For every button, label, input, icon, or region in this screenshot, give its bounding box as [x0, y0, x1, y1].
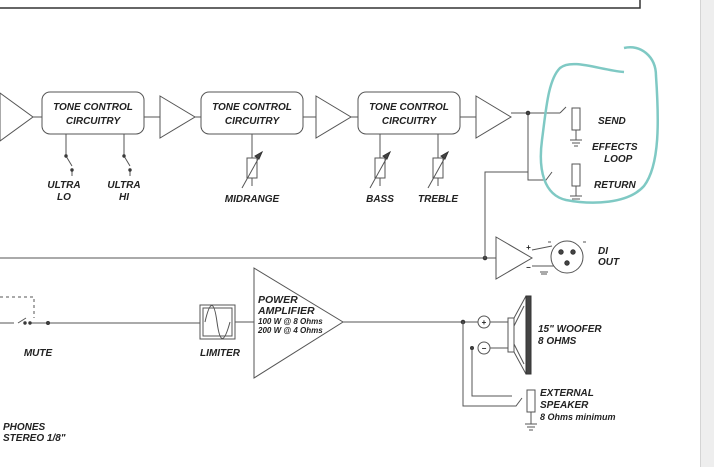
- ultra-hi-line2: HI: [119, 192, 129, 203]
- tone-control-2-line1: TONE CONTROL: [212, 102, 292, 113]
- external-speaker-wire: [471, 348, 512, 397]
- tone-control-1-line2: CIRCUITRY: [66, 116, 122, 127]
- power-amp-line2: AMPLIFIER: [257, 305, 315, 317]
- power-amp-triangle: [253, 267, 344, 379]
- side-scrollbar[interactable]: [700, 0, 714, 467]
- external-speaker-jack-icon: [525, 389, 537, 431]
- midrange-label: MIDRANGE: [225, 194, 280, 205]
- gain-stage-triangle-2: [315, 95, 352, 139]
- xlr-connector-icon: [540, 240, 586, 275]
- input-amp-triangle: [0, 92, 34, 142]
- mute-label: MUTE: [24, 348, 53, 359]
- treble-label: TREBLE: [418, 194, 458, 205]
- di-wire: [531, 245, 556, 267]
- junction-dot: [525, 110, 531, 116]
- woofer-line2: 8 OHMS: [538, 336, 577, 347]
- speaker-minus-symbol: −: [482, 344, 487, 353]
- gain-stage-triangle-1: [159, 95, 196, 139]
- power-amp-line1: POWER: [258, 294, 298, 306]
- tone-control-block-1: [41, 91, 145, 135]
- effects-loop-label-line1: EFFECTS: [592, 142, 638, 153]
- external-speaker-line3: 8 Ohms minimum: [540, 412, 616, 422]
- effects-loop-label-line2: LOOP: [604, 154, 633, 165]
- ultra-lo-line1: ULTRA: [47, 180, 80, 191]
- switch-contact: [28, 321, 32, 325]
- bass-label: BASS: [366, 194, 394, 205]
- return-jack-icon: [527, 113, 582, 203]
- highlight-circle: [539, 45, 660, 204]
- woofer-leads: [490, 321, 508, 349]
- return-label: RETURN: [594, 180, 636, 191]
- phones-line1: PHONES: [3, 422, 46, 433]
- ultra-hi-switch: [122, 134, 132, 176]
- woofer-line1: 15" WOOFER: [538, 324, 602, 335]
- top-frame-edge: [0, 0, 641, 9]
- mute-switch-icon: [0, 317, 200, 324]
- tone-control-1-line1: TONE CONTROL: [53, 102, 133, 113]
- limiter-label: LIMITER: [200, 348, 241, 359]
- di-out-line2: OUT: [598, 257, 620, 268]
- send-label: SEND: [598, 116, 626, 127]
- limiter-icon: [199, 304, 236, 340]
- tone-control-3-line1: TONE CONTROL: [369, 102, 449, 113]
- power-amp-line4: 200 W @ 4 Ohms: [257, 326, 323, 335]
- switch-contact: [23, 321, 27, 325]
- ultra-lo-switch: [64, 134, 74, 176]
- tone-control-2-line2: CIRCUITRY: [225, 116, 281, 127]
- return-to-di-wire: [484, 171, 528, 258]
- ultra-lo-line2: LO: [57, 192, 71, 203]
- woofer-speaker-icon: [507, 295, 532, 375]
- send-jack-icon: [559, 106, 582, 147]
- tone-control-3-line2: CIRCUITRY: [382, 116, 438, 127]
- ultra-hi-line1: ULTRA: [107, 180, 140, 191]
- treble-pot-icon: [427, 134, 450, 189]
- di-minus-terminal: −: [526, 263, 531, 272]
- junction-dot: [470, 346, 474, 350]
- mute-dashed-link: [0, 296, 35, 318]
- power-amp-line3: 100 W @ 8 Ohms: [258, 317, 323, 326]
- di-plus-terminal: +: [526, 243, 531, 252]
- external-speaker-line1: EXTERNAL: [540, 388, 594, 399]
- di-out-line1: DI: [598, 246, 608, 257]
- external-speaker-wire: [462, 322, 523, 407]
- gain-stage-triangle-3: [475, 95, 512, 139]
- phones-line2: STEREO 1/8": [3, 433, 66, 444]
- speaker-plus-symbol: +: [482, 318, 487, 327]
- bass-pot-icon: [369, 134, 392, 189]
- di-buffer-triangle: [495, 236, 533, 280]
- tone-control-block-2: [200, 91, 304, 135]
- junction-dot: [46, 321, 50, 325]
- midrange-pot-icon: [241, 134, 264, 189]
- external-speaker-line2: SPEAKER: [540, 400, 589, 411]
- tone-control-block-3: [357, 91, 461, 135]
